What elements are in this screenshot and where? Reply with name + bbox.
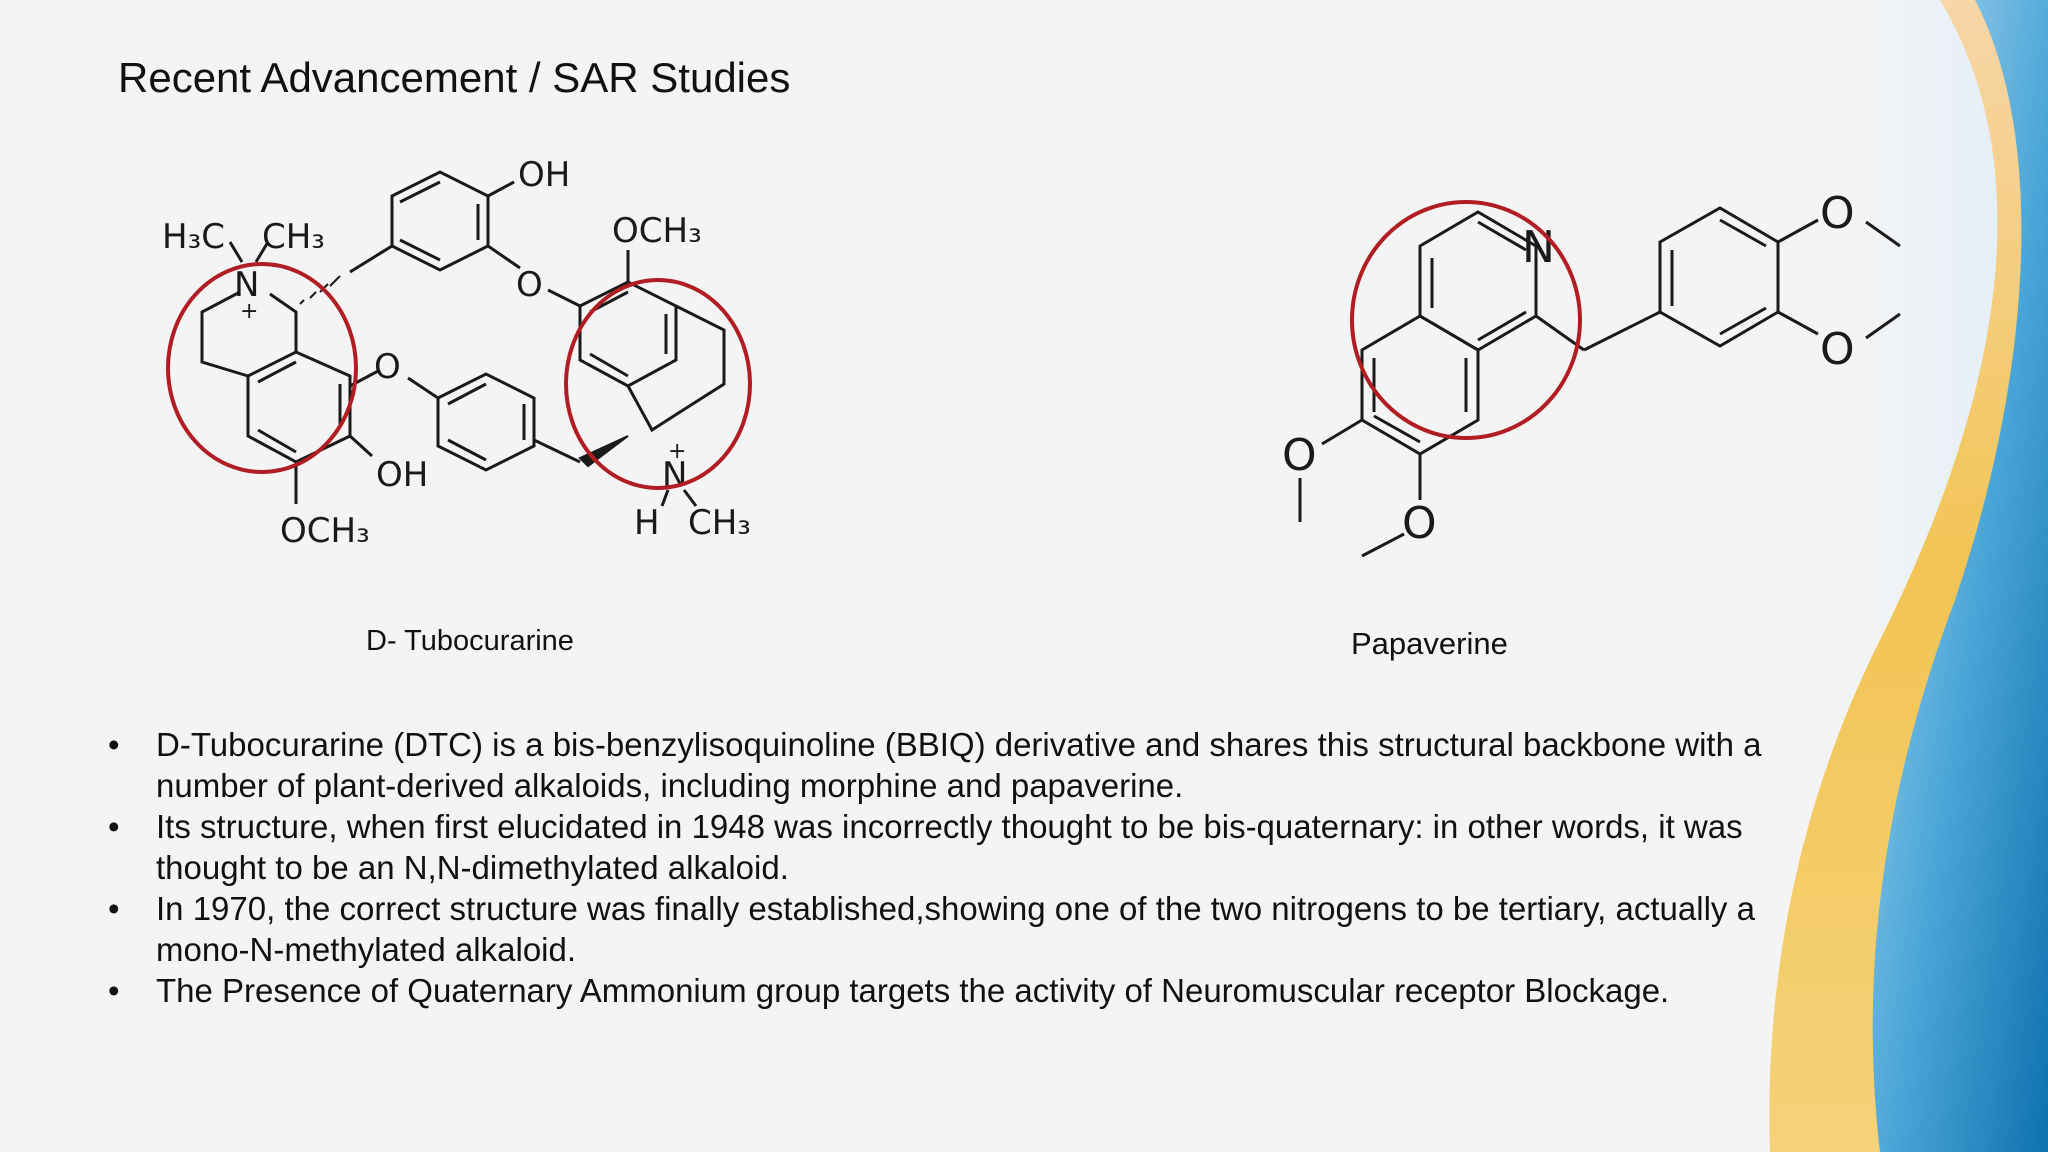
bullet-marker: • bbox=[108, 890, 120, 927]
tubocurarine-label-h3c: H₃C bbox=[162, 217, 225, 257]
tubocurarine-label-och3-right: OCH₃ bbox=[612, 211, 702, 251]
tubocurarine-right-nitrogen-highlight bbox=[564, 278, 752, 490]
tubocurarine-left-nitrogen-highlight bbox=[166, 262, 358, 474]
tubocurarine-label-o-bridge-top: O bbox=[516, 265, 543, 305]
left-isoquinoline-ring bbox=[246, 350, 352, 464]
papaverine-benzo-ring bbox=[1360, 314, 1480, 456]
tubocurarine-label-oh-top: OH bbox=[518, 155, 570, 195]
middle-benzene-ring bbox=[436, 372, 536, 472]
right-isoquinoline-ring bbox=[578, 280, 678, 388]
slide-title: Recent Advancement / SAR Studies bbox=[118, 54, 791, 101]
bullet-marker: • bbox=[108, 808, 120, 845]
bullet-text: In 1970, the correct structure was final… bbox=[156, 890, 1755, 968]
papaverine-label-o-top-right: O bbox=[1820, 188, 1855, 239]
tubocurarine-structure: OH OCH₃ H₃C CH₃ N + O O OH OCH₃ + N H CH… bbox=[162, 155, 752, 551]
tubocurarine-label-o-bridge-left: O bbox=[374, 347, 401, 387]
bullet-text: The Presence of Quaternary Ammonium grou… bbox=[156, 972, 1670, 1009]
bullet-marker: • bbox=[108, 726, 120, 763]
papaverine-structure: N O O O O bbox=[1282, 188, 1901, 558]
bullet-text: Its structure, when first elucidated in … bbox=[156, 808, 1743, 886]
bullet-item: • Its structure, when first elucidated in… bbox=[104, 806, 1844, 888]
tubocurarine-caption: D- Tubocurarine bbox=[366, 625, 574, 657]
bullet-item: • In 1970, the correct structure was fina… bbox=[104, 888, 1844, 970]
papaverine-dimethoxyphenyl-ring bbox=[1658, 206, 1780, 348]
tubocurarine-label-plus-left: + bbox=[240, 299, 258, 324]
tubocurarine-label-h-right: H bbox=[634, 503, 660, 543]
papaverine-label-o-bottom: O bbox=[1402, 498, 1437, 549]
tubocurarine-label-plus-right: + bbox=[668, 439, 686, 464]
tubocurarine-label-n-left: N bbox=[234, 265, 259, 305]
tubocurarine-label-oh-bottom: OH bbox=[376, 455, 428, 495]
papaverine-label-o-mid-right: O bbox=[1820, 324, 1855, 375]
bullet-item: • The Presence of Quaternary Ammonium gro… bbox=[104, 970, 1844, 1011]
bullet-text: D-Tubocurarine (DTC) is a bis-benzylisoq… bbox=[156, 726, 1762, 804]
papaverine-pyridine-ring bbox=[1418, 210, 1538, 352]
bullet-list: • D-Tubocurarine (DTC) is a bis-benzyliso… bbox=[104, 724, 1844, 1011]
tubocurarine-label-och3-bottom: OCH₃ bbox=[280, 511, 370, 551]
tubocurarine-label-ch3-right: CH₃ bbox=[688, 503, 751, 543]
papaverine-caption: Papaverine bbox=[1351, 626, 1508, 661]
wave-blue-band bbox=[1872, 0, 2048, 1152]
papaverine-label-o-left: O bbox=[1282, 430, 1317, 481]
tubocurarine-label-ch3-left: CH₃ bbox=[262, 217, 325, 257]
papaverine-isoquinoline-highlight bbox=[1350, 200, 1582, 440]
top-phenol-ring bbox=[390, 170, 490, 272]
bullet-marker: • bbox=[108, 972, 120, 1009]
bullet-item: • D-Tubocurarine (DTC) is a bis-benzyliso… bbox=[104, 724, 1844, 806]
